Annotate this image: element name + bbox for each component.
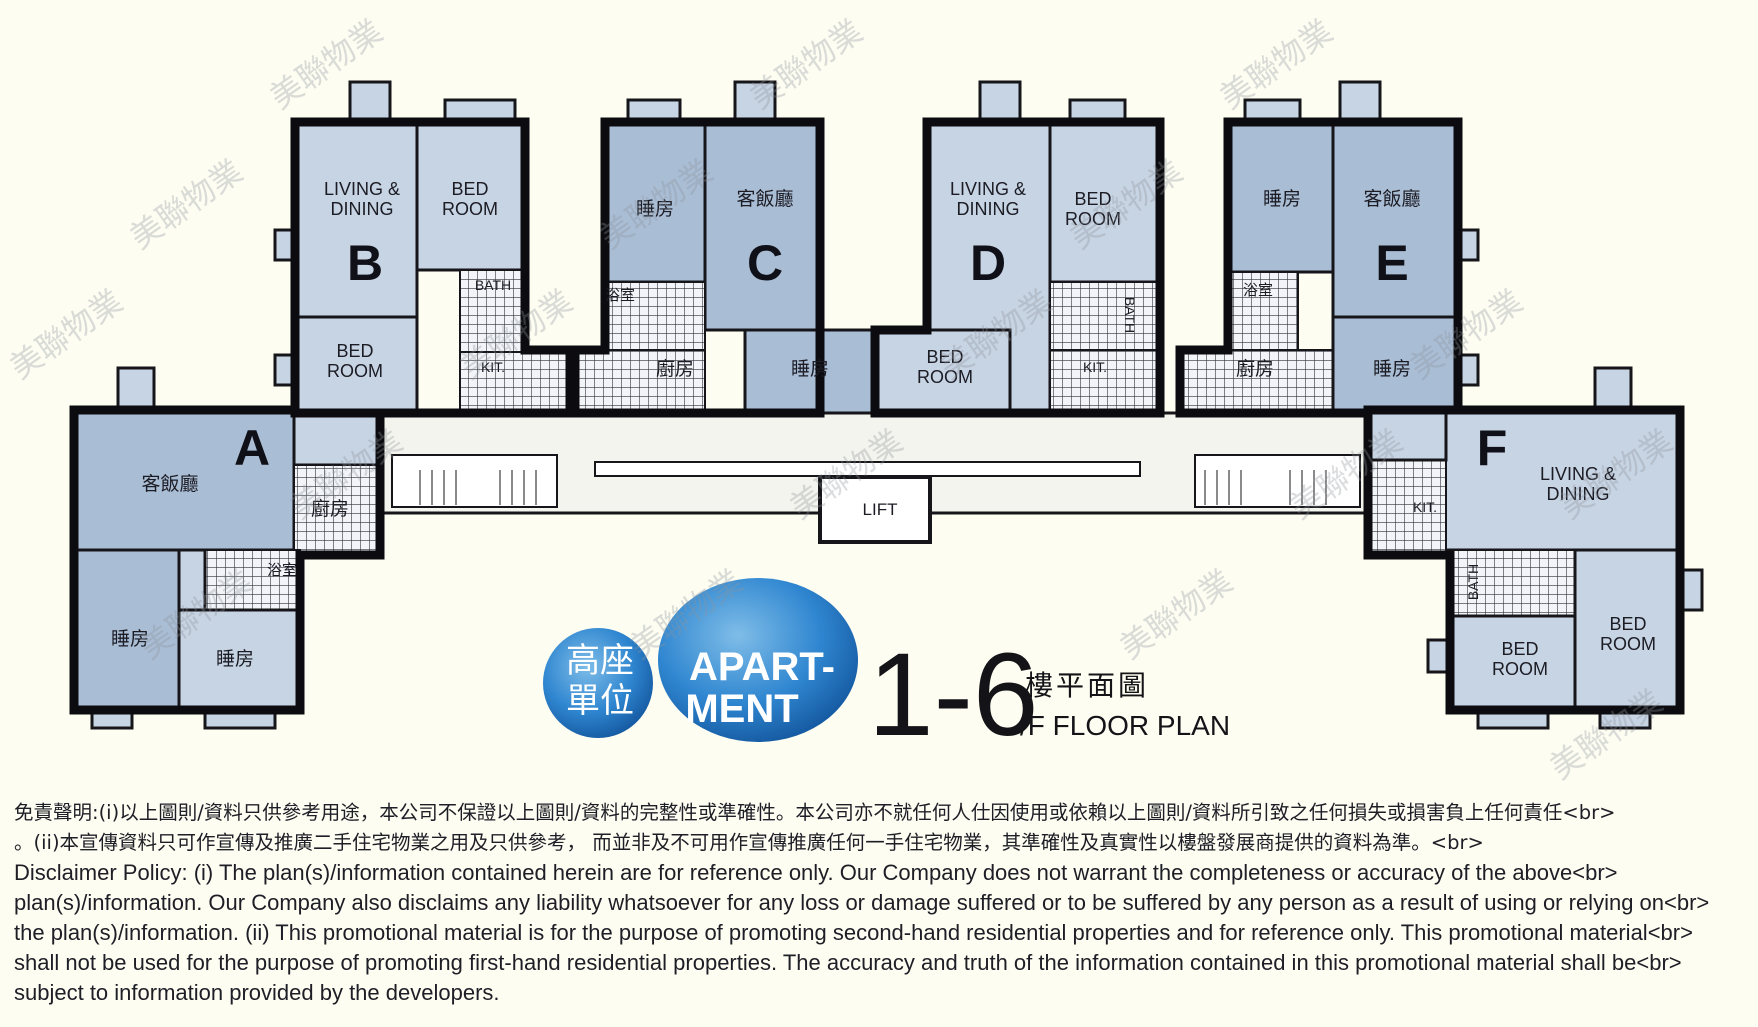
unit-f-dining-label: DINING — [1547, 484, 1610, 504]
unit-b-bath-label: BATH — [475, 277, 511, 293]
watermark: 美聯物業 — [3, 282, 130, 387]
unit-f-bed2-label: BED — [1609, 614, 1646, 634]
unit-e: 睡房 客飯廳 E 浴室 廚房 睡房 — [1175, 80, 1480, 418]
unit-c-kitchen-label: 廚房 — [656, 357, 694, 380]
disclaimer-line-cn-1: 免責聲明:(i)以上圖則/資料只供參考用途，本公司不保證以上圖則/資料的完整性或… — [14, 801, 1616, 824]
badge-en-line2: MENT — [685, 687, 798, 731]
unit-a-living-label: 客飯廳 — [141, 473, 198, 495]
unit-c-letter: C — [747, 235, 783, 291]
unit-b-living-label: LIVING & — [324, 179, 400, 199]
unit-d: LIVING & DINING BED ROOM D BATH KIT. BED… — [870, 80, 1165, 418]
unit-a-kitchen-label: 廚房 — [311, 497, 349, 520]
staircase-left — [391, 454, 558, 508]
staircase-right — [1194, 454, 1361, 508]
plan-title-en: /F FLOOR PLAN — [1020, 710, 1230, 741]
unit-f-bed1-label: BED — [1501, 639, 1538, 659]
floor-plan-diagram: A 客飯廳 廚房 浴室 睡房 睡房 LIVING & DINING BED RO… — [3, 12, 1704, 787]
disclaimer-line-en-2: plan(s)/information. Our Company also di… — [14, 890, 1710, 915]
lift — [818, 475, 932, 544]
unit-e-bedroom2-label: 睡房 — [1373, 358, 1411, 380]
unit-b-room-label: ROOM — [442, 199, 498, 219]
unit-c-bath-label: 浴室 — [605, 286, 635, 304]
unit-f: F LIVING & DINING KIT. BATH BED ROOM BED… — [1363, 366, 1704, 730]
unit-f-room1-label: ROOM — [1492, 659, 1548, 679]
unit-b-letter: B — [347, 235, 383, 291]
unit-f-room2-label: ROOM — [1600, 634, 1656, 654]
unit-c-bedroom1-label: 睡房 — [636, 198, 674, 220]
badge-bubble-small — [543, 628, 653, 738]
disclaimer: 免責聲明:(i)以上圖則/資料只供參考用途，本公司不保證以上圖則/資料的完整性或… — [14, 798, 1744, 1008]
unit-f-letter: F — [1477, 420, 1508, 476]
unit-f-living-label: LIVING & — [1540, 464, 1616, 484]
unit-b-room2-label: ROOM — [327, 361, 383, 381]
lift-label: LIFT — [863, 500, 898, 519]
floor-range: 1-6 — [868, 629, 1039, 761]
unit-d-dining-label: DINING — [957, 199, 1020, 219]
plan-title-cn: 樓平面圖 — [1025, 669, 1149, 702]
unit-b: LIVING & DINING BED ROOM B BATH KIT. BED… — [273, 80, 575, 418]
unit-a: A 客飯廳 廚房 浴室 睡房 睡房 — [69, 366, 385, 730]
disclaimer-line-en-3: the plan(s)/information. (ii) This promo… — [14, 920, 1693, 945]
unit-d-bed2-label: BED — [926, 347, 963, 367]
unit-e-living-label: 客飯廳 — [1363, 188, 1420, 210]
badge-cn-line1: 高座 — [566, 641, 634, 681]
unit-e-letter: E — [1375, 235, 1408, 291]
unit-d-room-label: ROOM — [1065, 209, 1121, 229]
watermark: 美聯物業 — [123, 152, 250, 257]
unit-f-bath-label: BATH — [1465, 564, 1481, 600]
badge-en-line1: APART- — [689, 645, 835, 689]
watermark: 美聯物業 — [743, 12, 870, 117]
unit-b-bed-label: BED — [451, 179, 488, 199]
unit-d-kit-label: KIT. — [1083, 359, 1107, 375]
unit-e-bath-label: 浴室 — [1243, 281, 1273, 299]
unit-d-room2-label: ROOM — [917, 367, 973, 387]
unit-c-bedroom2-label: 睡房 — [791, 358, 829, 380]
unit-d-living-label: LIVING & — [950, 179, 1026, 199]
unit-a-letter: A — [234, 420, 270, 476]
badge-cn-line2: 單位 — [566, 681, 634, 721]
unit-e-bedroom1-label: 睡房 — [1263, 188, 1301, 210]
badge-bubble-large — [658, 578, 858, 742]
unit-d-bath-label: BATH — [1122, 297, 1138, 333]
unit-d-bed-label: BED — [1074, 189, 1111, 209]
unit-b-dining-label: DINING — [331, 199, 394, 219]
corridor — [378, 411, 1372, 544]
unit-c-living-label: 客飯廳 — [736, 188, 793, 210]
watermark: 美聯物業 — [1113, 562, 1240, 667]
stair-treads-right — [1204, 470, 1327, 505]
unit-a-bedroom1-label: 睡房 — [111, 628, 149, 650]
disclaimer-line-cn-2: 。(ii)本宣傳資料只可作宣傳及推廣二手住宅物業之用及只供參考， 而並非及不可用… — [14, 831, 1484, 854]
unit-c: 睡房 客飯廳 C 浴室 廚房 睡房 — [570, 80, 877, 418]
unit-d-letter: D — [970, 235, 1006, 291]
disclaimer-line-en-4: shall not be used for the purpose of pro… — [14, 950, 1682, 975]
unit-f-kit-label: KIT. — [1413, 499, 1437, 515]
unit-e-kitchen-label: 廚房 — [1236, 357, 1274, 380]
unit-a-bedroom2-label: 睡房 — [216, 648, 254, 670]
apartment-badge: 高座 單位 APART- MENT 1-6 樓平面圖 /F FLOOR PLAN — [543, 578, 1230, 761]
unit-b-kit-label: KIT. — [481, 359, 505, 375]
disclaimer-line-en-1: Disclaimer Policy: (i) The plan(s)/infor… — [14, 860, 1618, 885]
unit-a-bath-label: 浴室 — [267, 561, 297, 579]
disclaimer-line-en-5: subject to information provided by the d… — [14, 980, 500, 1005]
unit-b-bed2-label: BED — [336, 341, 373, 361]
stair-treads-left — [419, 470, 537, 505]
